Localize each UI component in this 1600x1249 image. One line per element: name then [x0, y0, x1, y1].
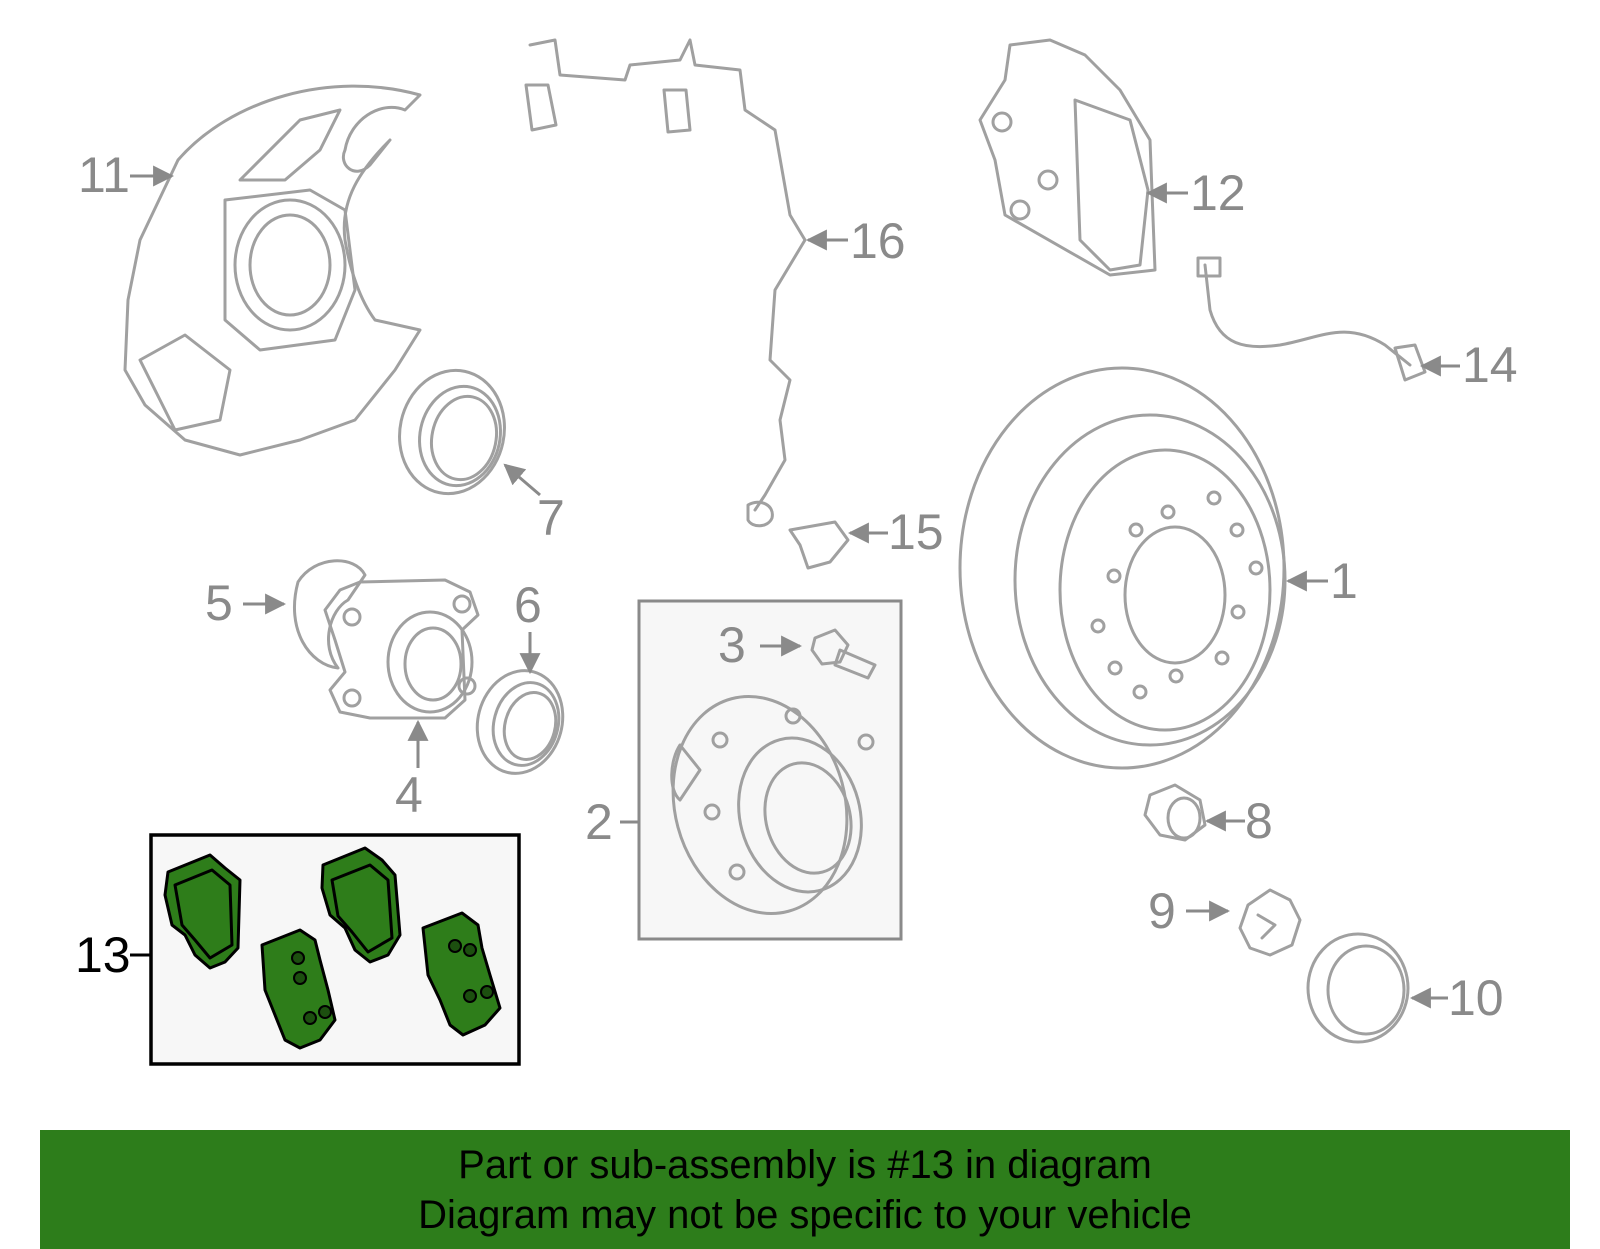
part-7-oil-seal[interactable] — [388, 361, 516, 504]
svg-text:6: 6 — [514, 577, 542, 633]
callout-6: 6 — [514, 577, 542, 675]
callout-10: 10 — [1409, 970, 1504, 1026]
part-8-hub-nut[interactable] — [1143, 783, 1207, 842]
svg-text:10: 10 — [1448, 970, 1504, 1026]
svg-text:15: 15 — [888, 504, 944, 560]
part-9-lock-washer[interactable] — [1238, 888, 1302, 957]
footer-banner: Part or sub-assembly is #13 in diagram D… — [40, 1130, 1570, 1249]
svg-text:9: 9 — [1148, 883, 1176, 939]
callout-4: 4 — [395, 719, 429, 823]
part-12-caliper[interactable] — [978, 38, 1157, 277]
callout-16: 16 — [805, 213, 906, 269]
svg-text:14: 14 — [1462, 337, 1518, 393]
callout-12: 12 — [1145, 165, 1246, 221]
part-14-brake-hose[interactable] — [1196, 256, 1427, 382]
svg-text:12: 12 — [1190, 165, 1246, 221]
part-11-dust-shield[interactable] — [123, 84, 422, 457]
part-4-hub-housing[interactable] — [323, 578, 480, 720]
part-1-brake-rotor[interactable] — [958, 366, 1287, 770]
callout-13: 13 — [75, 927, 151, 983]
part-6-seal-ring[interactable] — [466, 661, 574, 783]
footer-line-disclaimer: Diagram may not be specific to your vehi… — [418, 1193, 1192, 1237]
callout-2: 2 — [585, 794, 638, 850]
svg-text:2: 2 — [585, 794, 613, 850]
svg-text:4: 4 — [395, 767, 423, 823]
callout-8: 8 — [1204, 793, 1273, 849]
callout-5: 5 — [205, 575, 287, 631]
part-3-hub-bolt[interactable] — [810, 628, 877, 680]
brake-pad — [421, 911, 502, 1037]
svg-text:7: 7 — [537, 490, 565, 546]
svg-text:8: 8 — [1245, 793, 1273, 849]
part-15-sensor-clip[interactable] — [788, 520, 850, 570]
part-2-hub-assembly-box[interactable] — [637, 599, 903, 941]
callout-7: 7 — [503, 463, 565, 546]
callout-3: 3 — [718, 617, 803, 673]
part-10-hub-cap[interactable] — [1306, 932, 1410, 1044]
svg-text:3: 3 — [718, 617, 746, 673]
part-5-gasket[interactable] — [292, 559, 367, 670]
svg-text:11: 11 — [78, 147, 130, 203]
part-13-brake-pad-set-box[interactable] — [149, 833, 521, 1066]
svg-text:13: 13 — [75, 927, 131, 983]
svg-text:5: 5 — [205, 575, 233, 631]
part-16-sensor-wire[interactable] — [524, 38, 807, 528]
callout-15: 15 — [847, 504, 944, 560]
callout-11: 11 — [78, 147, 175, 203]
callout-14: 14 — [1419, 337, 1518, 393]
svg-text:1: 1 — [1330, 553, 1358, 609]
callout-1: 1 — [1285, 553, 1358, 609]
callout-9: 9 — [1148, 883, 1231, 939]
footer-line-part-info: Part or sub-assembly is #13 in diagram — [458, 1143, 1152, 1187]
svg-text:16: 16 — [850, 213, 906, 269]
